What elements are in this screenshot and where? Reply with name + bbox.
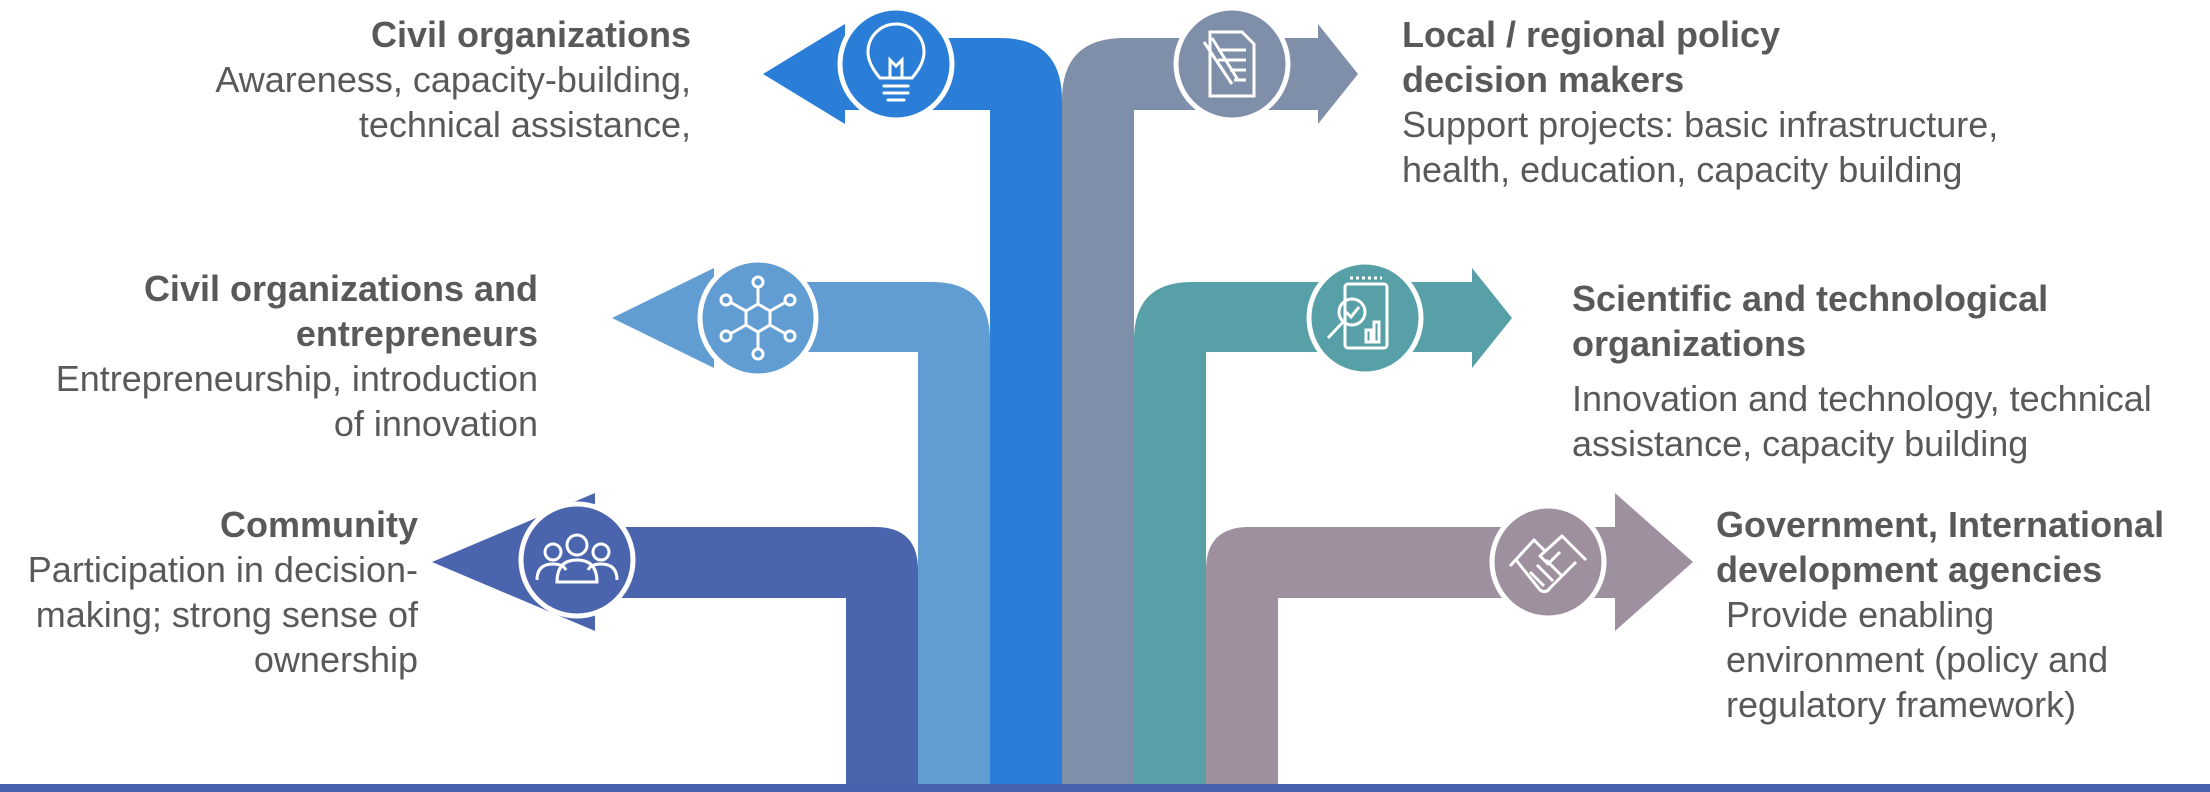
branch-entrepreneurs <box>612 268 990 792</box>
magnifier-chart-icon <box>1326 276 1389 350</box>
branch-title-community: Community <box>220 504 418 545</box>
people-group-icon <box>535 533 619 584</box>
branch-title-scientific: Scientific and technological organizatio… <box>1572 278 2049 364</box>
document-pen-icon <box>1202 30 1256 98</box>
branch-desc-government: Provide enabling environment (policy and… <box>1726 594 2109 725</box>
block-entrepreneurs: Civil organizations and entrepreneurs En… <box>56 266 538 446</box>
branch-desc-policy: Support projects: basic infrastructure, … <box>1402 104 1999 190</box>
block-policy: Local / regional policy decision makers … <box>1402 12 1998 192</box>
network-hexagon-icon <box>719 275 797 361</box>
branch-community <box>432 493 918 792</box>
branch-government <box>1206 493 1693 792</box>
branch-desc-civil: Awareness, capacity-building, technical … <box>215 59 691 145</box>
bottom-bar <box>0 784 2210 792</box>
icon-circle-scientific <box>1306 259 1424 377</box>
block-scientific: Scientific and technological organizatio… <box>1572 276 2152 466</box>
branch-civil <box>763 24 1062 792</box>
branch-scientific <box>1134 268 1512 792</box>
block-community: Community Participation in decision- mak… <box>28 502 418 682</box>
icon-circle-government <box>1489 503 1607 621</box>
icon-circle-civil <box>837 5 955 123</box>
icon-circle-entrepreneurs <box>697 257 819 379</box>
branch-policy <box>1062 24 1358 792</box>
branch-title-policy: Local / regional policy decision makers <box>1402 14 1781 100</box>
branch-title-civil: Civil organizations <box>370 14 691 55</box>
branch-desc-entrepreneurs: Entrepreneurship, introduction of innova… <box>55 358 538 444</box>
branch-title-entrepreneurs: Civil organizations and entrepreneurs <box>143 268 538 354</box>
block-civil: Civil organizations Awareness, capacity-… <box>215 12 691 147</box>
icon-circle-policy <box>1173 5 1291 123</box>
circle-policy <box>1173 5 1291 123</box>
handshake-icon <box>1508 534 1588 594</box>
block-government: Government, International development ag… <box>1716 502 2164 727</box>
circle-entrepreneurs <box>697 257 819 379</box>
branch-desc-community: Participation in decision- making; stron… <box>27 549 418 680</box>
lightbulb-icon <box>866 22 926 102</box>
branch-desc-scientific: Innovation and technology, technical ass… <box>1572 378 2152 464</box>
icon-circle-community <box>518 501 636 619</box>
branch-title-government: Government, International development ag… <box>1716 504 2165 590</box>
